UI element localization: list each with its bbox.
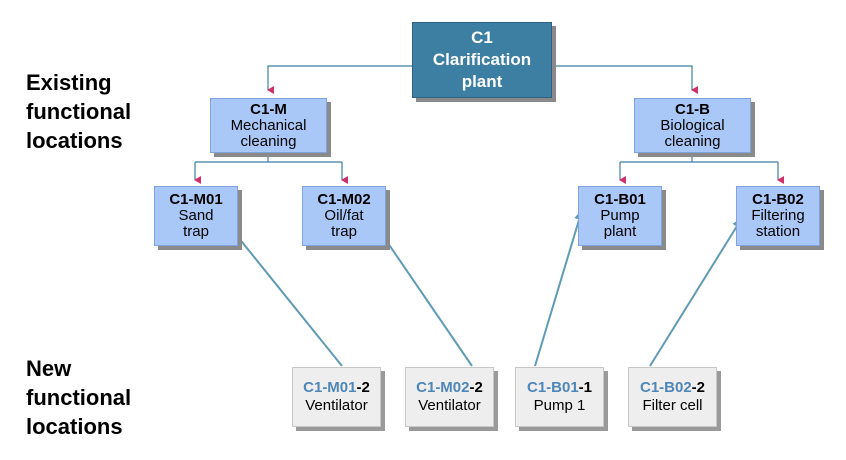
node-c1-b01: C1-B01 Pump plant	[578, 186, 662, 246]
node-name: Filtering	[751, 207, 805, 224]
node-code: C1-M	[250, 100, 287, 118]
new-location-name: Pump 1	[533, 397, 586, 414]
new-location-code: C1-M02-2	[416, 379, 483, 396]
node-code: C1-B01	[594, 191, 646, 208]
new-location-code: C1-M01-2	[303, 379, 370, 396]
new-location-c1-b01-1: C1-B01-1 Pump 1	[515, 367, 604, 427]
node-c1-m01: C1-M01 Sand trap	[154, 186, 238, 246]
node-name: trap	[331, 223, 357, 240]
edge-root-to-c1b	[552, 65, 698, 94]
new-location-name: Ventilator	[305, 397, 368, 414]
node-c1-m02: C1-M02 Oil/fat trap	[302, 186, 386, 246]
edge-c1m-children	[195, 154, 342, 163]
node-code: C1-B02	[752, 191, 804, 208]
node-name: Oil/fat	[324, 207, 364, 224]
new-location-name: Filter cell	[642, 397, 703, 414]
node-code: C1	[471, 28, 493, 47]
new-location-c1-b02-2: C1-B02-2 Filter cell	[628, 367, 717, 427]
node-name: cleaning	[240, 132, 297, 150]
link-b01-1-to-b01	[534, 209, 584, 367]
node-name: Mechanical	[230, 116, 307, 134]
node-c1-b02: C1-B02 Filtering station	[736, 186, 820, 246]
link-b02-2-to-b02	[649, 217, 743, 367]
node-code: C1-M01	[169, 191, 223, 208]
node-name: Pump	[600, 207, 640, 224]
new-location-c1-m01-2: C1-M01-2 Ventilator	[292, 367, 381, 427]
new-locations-label: New functional locations	[26, 356, 132, 439]
node-name: station	[755, 223, 801, 240]
edge-c1b-children	[620, 154, 778, 163]
node-name: Biological	[660, 116, 725, 134]
node-c1-clarification-plant: C1 Clarification plant	[412, 22, 552, 98]
node-name: cleaning	[664, 132, 721, 150]
node-code: C1-M02	[317, 191, 371, 208]
node-name: Sand	[178, 207, 214, 224]
node-name: plant	[461, 72, 503, 91]
node-code: C1-B	[674, 100, 710, 118]
node-c1-b: C1-B Biological cleaning	[634, 98, 751, 153]
node-c1-m: C1-M Mechanical cleaning	[210, 98, 327, 153]
node-name: plant	[603, 223, 637, 240]
node-name: Clarification	[432, 50, 532, 69]
edge-root-to-c1m	[267, 65, 412, 94]
new-location-c1-m02-2: C1-M02-2 Ventilator	[405, 367, 494, 427]
new-location-code: C1-B01-1	[526, 379, 593, 396]
new-location-name: Ventilator	[418, 397, 481, 414]
node-name: trap	[183, 223, 209, 240]
new-location-code: C1-B02-2	[639, 379, 706, 396]
existing-locations-label: Existing functional locations	[26, 70, 132, 153]
